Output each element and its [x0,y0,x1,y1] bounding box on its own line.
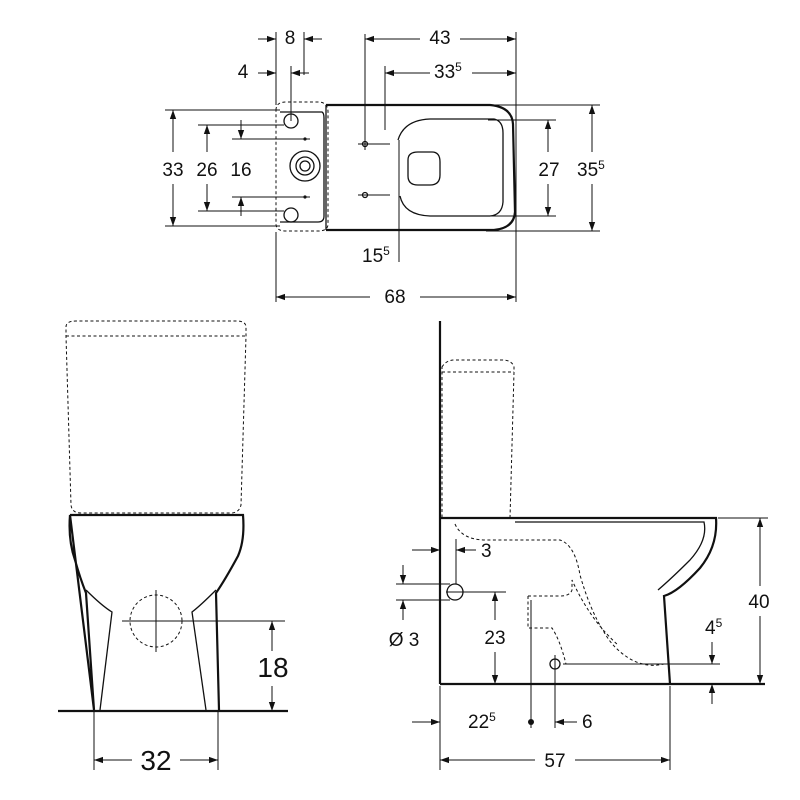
dim-40-label: 40 [748,592,769,613]
dim-4-5-label: 45 [705,616,723,639]
top-seat-outline [397,118,504,217]
dim-22-5-label: 225 [468,710,496,733]
dim-23-label: 23 [484,628,505,649]
front-bowl-inner-left [85,589,113,711]
top-cistern-inner [280,111,325,223]
dim-35-5-label: 355 [577,158,605,181]
dim-32-label: 32 [140,745,171,776]
dim-6-label: 6 [582,712,593,733]
top-cistern-outline [275,101,329,232]
dim-27-label: 27 [538,160,559,181]
dim-33-5-label: 335 [434,60,462,83]
dim-33-label: 33 [162,160,183,181]
dim-16-label: 16 [230,160,251,181]
side-bowl-outline [440,516,718,685]
dim-3-label: 3 [481,541,492,562]
top-fixing-hole-lower [283,207,299,223]
side-cistern-outline [441,359,515,519]
dim-43-label: 43 [429,28,450,49]
top-view: 8 4 43 335 33 26 16 [162,28,605,308]
top-bowl-outline [326,103,517,232]
side-view: 3 Ø 3 23 40 45 225 6 57 [389,321,770,772]
front-cistern-outline [65,320,247,514]
dim-68-label: 68 [384,287,405,308]
dim-18-label: 18 [257,652,288,683]
dim-57-label: 57 [544,751,565,772]
top-flush-valve-outer [289,150,321,182]
front-bowl-inner-right [191,589,217,711]
front-bowl-outline [68,513,245,711]
dim-15-5-label: 155 [362,244,390,267]
dim-26-label: 26 [196,160,217,181]
dim-dia3-label: Ø 3 [389,630,420,651]
front-view: 18 32 [58,320,289,776]
top-flush-valve-mid [295,156,315,176]
side-trap-outer [454,523,665,666]
dim-8-label: 8 [285,28,296,49]
side-bowl-rim [515,521,706,591]
side-trap-inner [527,579,664,665]
top-flush-valve-inner [299,160,311,172]
top-seat-lid-hole [407,151,441,186]
dim-4-label: 4 [238,62,249,83]
